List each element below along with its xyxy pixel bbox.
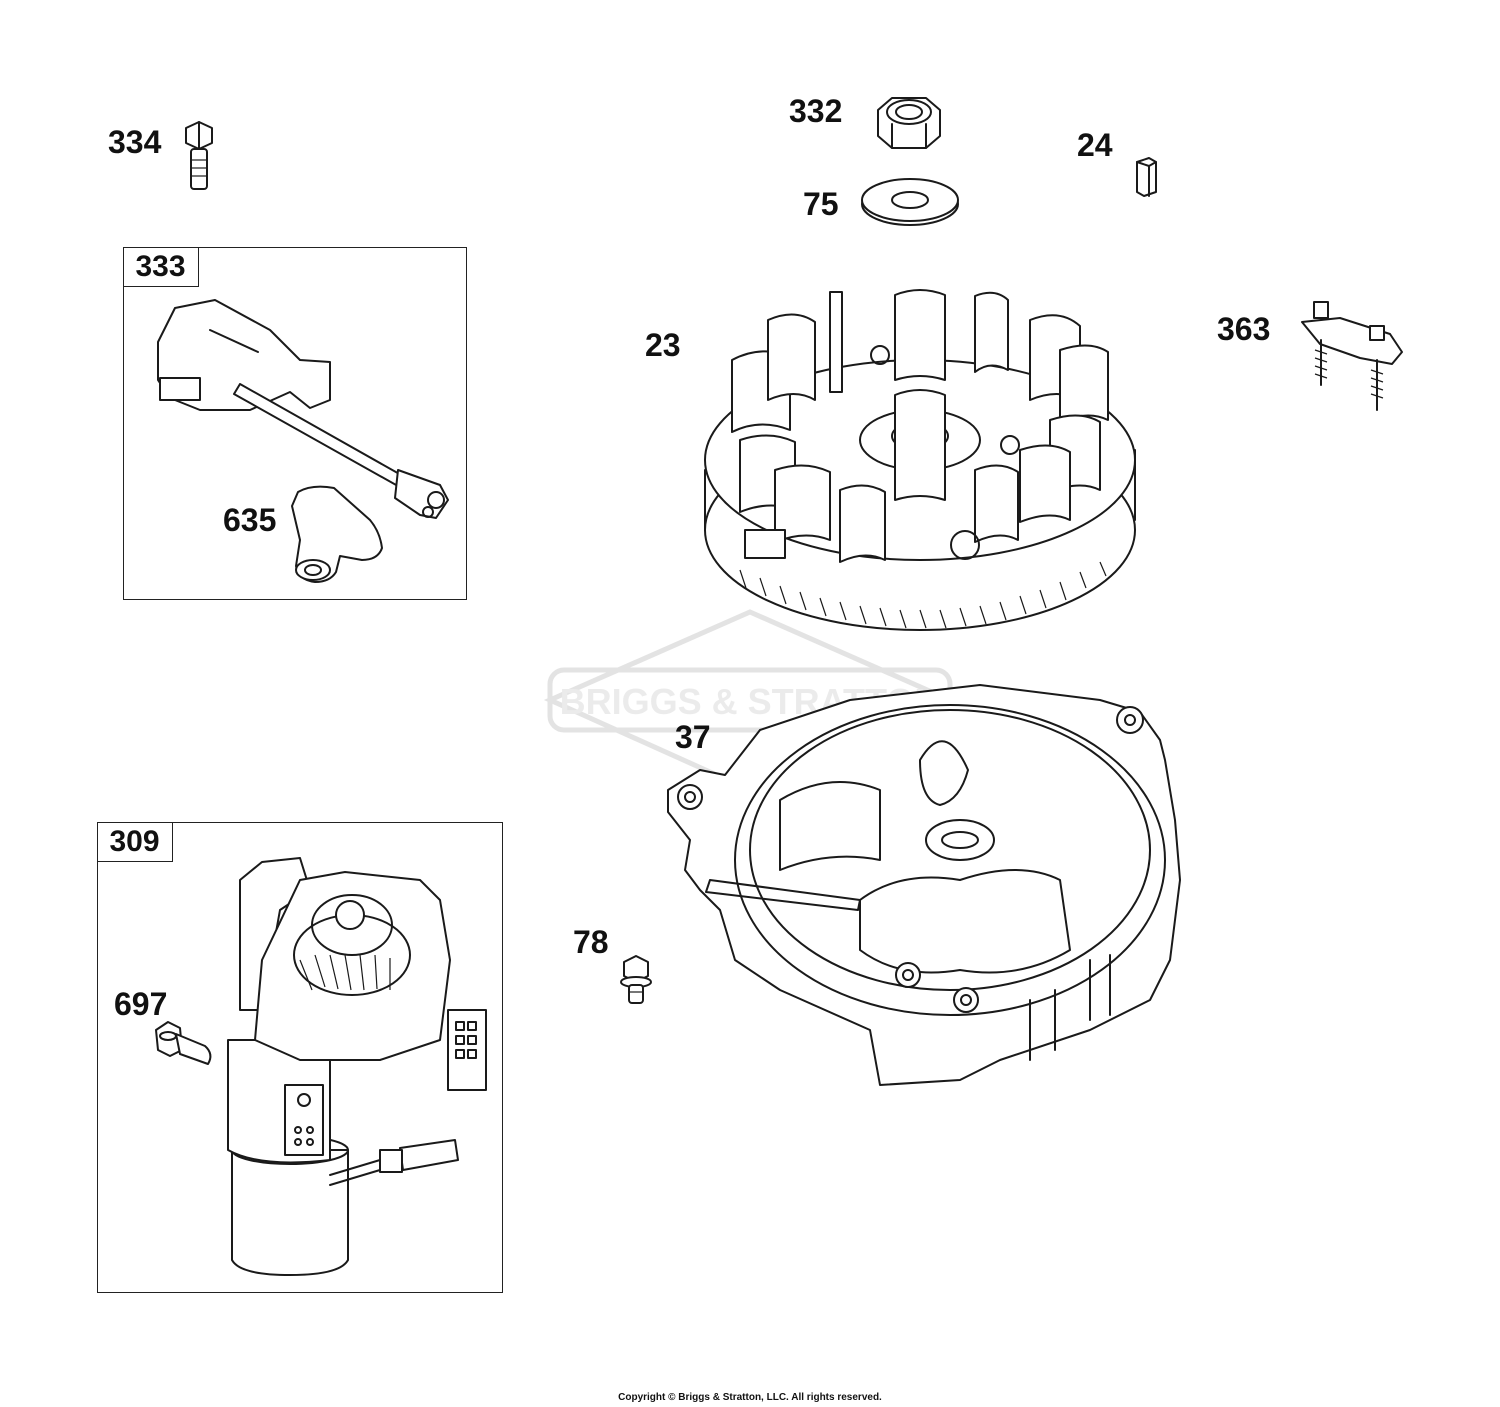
callout-24[interactable]: 24	[1077, 127, 1113, 163]
spark-plug-boot-635-drawing[interactable]	[291, 485, 383, 583]
callout-23[interactable]: 23	[645, 327, 681, 363]
callout-363[interactable]: 363	[1217, 311, 1271, 347]
box-label-333: 333	[122, 246, 199, 287]
starter-motor-309-drawing[interactable]	[227, 857, 487, 1276]
washer-75-drawing[interactable]	[861, 178, 959, 226]
screw-697-drawing[interactable]	[155, 1021, 212, 1065]
copyright-notice: Copyright © Briggs & Stratton, LLC. All …	[618, 1392, 882, 1403]
callout-635[interactable]: 635	[223, 502, 277, 538]
key-24-drawing[interactable]	[1136, 157, 1157, 197]
callout-78[interactable]: 78	[573, 924, 609, 960]
nut-332-drawing[interactable]	[877, 97, 941, 149]
callout-75[interactable]: 75	[803, 186, 839, 222]
callout-332[interactable]: 332	[789, 93, 843, 129]
callout-697[interactable]: 697	[114, 986, 168, 1022]
callout-box-309: 309	[96, 821, 503, 1293]
callout-37[interactable]: 37	[675, 719, 711, 755]
bracket-363-drawing[interactable]	[1301, 301, 1403, 411]
ignition-coil-333-drawing[interactable]	[157, 299, 449, 519]
box-label-309: 309	[96, 821, 173, 862]
blower-housing-37-drawing[interactable]	[667, 684, 1181, 1086]
bolt-334-drawing[interactable]	[185, 121, 213, 190]
flywheel-23-drawing[interactable]	[704, 289, 1136, 631]
callout-334[interactable]: 334	[108, 124, 162, 160]
screw-78-drawing[interactable]	[620, 955, 652, 1004]
callout-box-333: 333	[122, 246, 467, 600]
